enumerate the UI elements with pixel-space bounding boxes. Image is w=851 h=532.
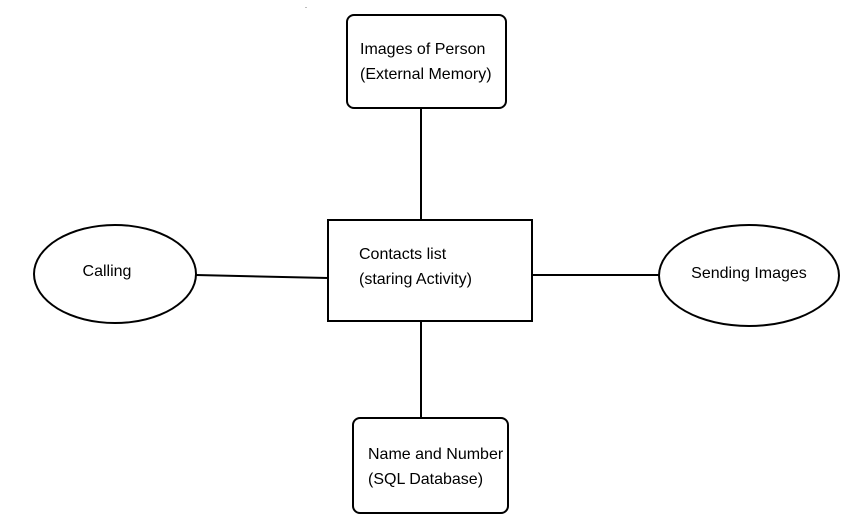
node-contacts-list-label: Contacts list (staring Activity) (359, 243, 472, 293)
node-images-of-person-line1: Images of Person (360, 41, 486, 58)
node-sending-images-label: Sending Images (691, 265, 807, 283)
node-contacts-list: Contacts list (staring Activity) (327, 219, 533, 322)
node-contacts-list-line2: (staring Activity) (359, 270, 472, 288)
stray-dot (305, 7, 307, 8)
node-name-and-number: Name and Number (SQL Database) (352, 417, 509, 514)
node-images-of-person: Images of Person (External Memory) (346, 14, 507, 109)
node-sending-images: Sending Images (658, 224, 840, 327)
node-calling: Calling (33, 224, 197, 324)
node-name-and-number-line1: Name and Number (368, 446, 504, 463)
node-contacts-list-line1: Contacts list (359, 246, 447, 263)
node-images-of-person-label: Images of Person (External Memory) (360, 38, 492, 88)
node-name-and-number-label: Name and Number (SQL Database) (368, 443, 503, 493)
node-images-of-person-line2: (External Memory) (360, 65, 492, 83)
node-name-and-number-line2: (SQL Database) (368, 470, 484, 488)
node-calling-label: Calling (82, 262, 132, 280)
edge-contacts-calling (195, 274, 329, 279)
